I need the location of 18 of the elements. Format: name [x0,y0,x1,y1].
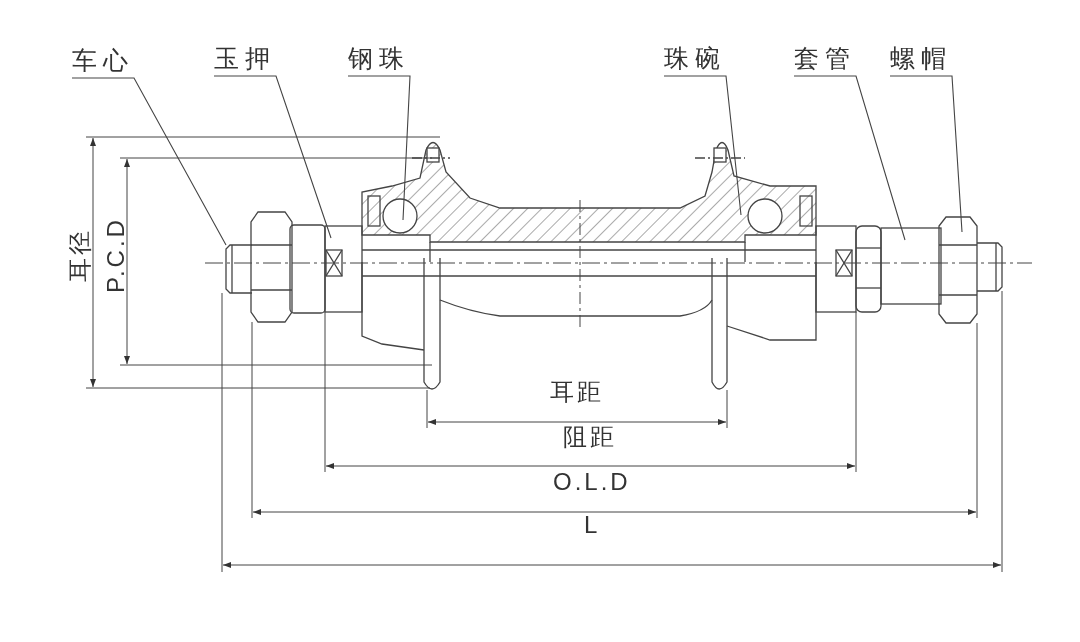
dimension-label: P.C.D [101,217,130,293]
part-label: 钢珠 [348,44,410,74]
leader-line [71,77,227,246]
leader-line [347,75,411,221]
dimension-label: 耳距 [550,378,604,406]
part-label: 玉押 [214,44,276,74]
part-label: 螺帽 [890,44,952,74]
leader-line [663,75,742,216]
leader-line [213,75,332,239]
part-label: 车心 [72,46,134,76]
dimension-label: O.L.D [553,468,631,496]
dimension-label: 耳径 [66,228,94,282]
part-label: 珠碗 [664,44,726,74]
leader-line [889,75,963,233]
leader-line [793,75,906,241]
dimension-label: L [584,511,601,539]
part-label: 套管 [794,44,856,74]
dimension-label: 阻距 [563,423,617,451]
